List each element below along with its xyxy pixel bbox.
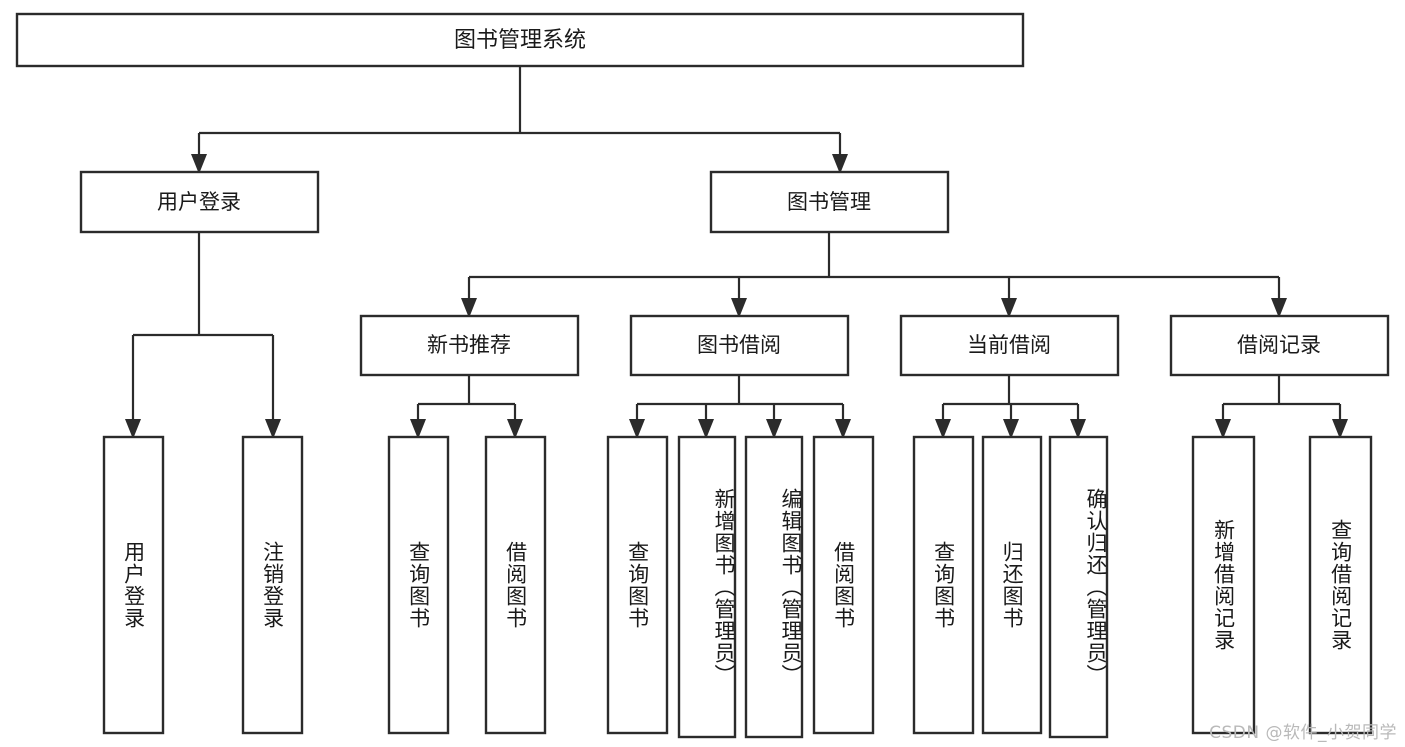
connector-new-book-to-leaves bbox=[410, 375, 523, 439]
leaf-box[interactable] bbox=[1191, 435, 1256, 735]
node-book-borrow[interactable]: 图书借阅 bbox=[629, 314, 850, 377]
leaf-box[interactable] bbox=[1048, 435, 1109, 739]
leaf-box[interactable] bbox=[912, 435, 975, 735]
node-new-book-recommend[interactable]: 新书推荐 bbox=[359, 314, 580, 377]
watermark-text: CSDN @软件_小贺同学 bbox=[1209, 723, 1397, 743]
connector-borrow-record-to-leaves bbox=[1215, 375, 1348, 439]
connector-root-to-level1 bbox=[191, 66, 848, 174]
node-user-login[interactable]: 用户登录 bbox=[79, 170, 320, 234]
node-book-management-label: 图书管理 bbox=[787, 190, 871, 214]
connector-user-login-to-leaves bbox=[125, 232, 281, 439]
leaf-boxes bbox=[102, 435, 1373, 739]
node-borrow-record-label: 借阅记录 bbox=[1237, 333, 1321, 357]
connector-book-mgmt-to-level2 bbox=[461, 232, 1287, 318]
node-borrow-record[interactable]: 借阅记录 bbox=[1169, 314, 1390, 377]
leaf-box[interactable] bbox=[484, 435, 547, 735]
leaf-box[interactable] bbox=[981, 435, 1043, 735]
node-root-system[interactable]: 图书管理系统 bbox=[15, 12, 1025, 68]
leaf-box[interactable] bbox=[387, 435, 450, 735]
node-book-borrow-label: 图书借阅 bbox=[697, 333, 781, 357]
connector-current-borrow-to-leaves bbox=[935, 375, 1086, 439]
node-new-book-recommend-label: 新书推荐 bbox=[427, 333, 511, 357]
connector-book-borrow-to-leaves bbox=[629, 375, 851, 439]
leaf-box[interactable] bbox=[241, 435, 304, 735]
node-user-login-label: 用户登录 bbox=[157, 190, 241, 214]
node-root-label: 图书管理系统 bbox=[454, 28, 586, 53]
node-current-borrow[interactable]: 当前借阅 bbox=[899, 314, 1120, 377]
leaf-box[interactable] bbox=[812, 435, 875, 735]
leaf-box[interactable] bbox=[1308, 435, 1373, 735]
leaf-box[interactable] bbox=[677, 435, 737, 739]
node-book-management[interactable]: 图书管理 bbox=[709, 170, 950, 234]
leaf-box[interactable] bbox=[102, 435, 165, 735]
node-current-borrow-label: 当前借阅 bbox=[967, 333, 1051, 357]
leaf-box[interactable] bbox=[606, 435, 669, 735]
leaf-box[interactable] bbox=[744, 435, 804, 739]
